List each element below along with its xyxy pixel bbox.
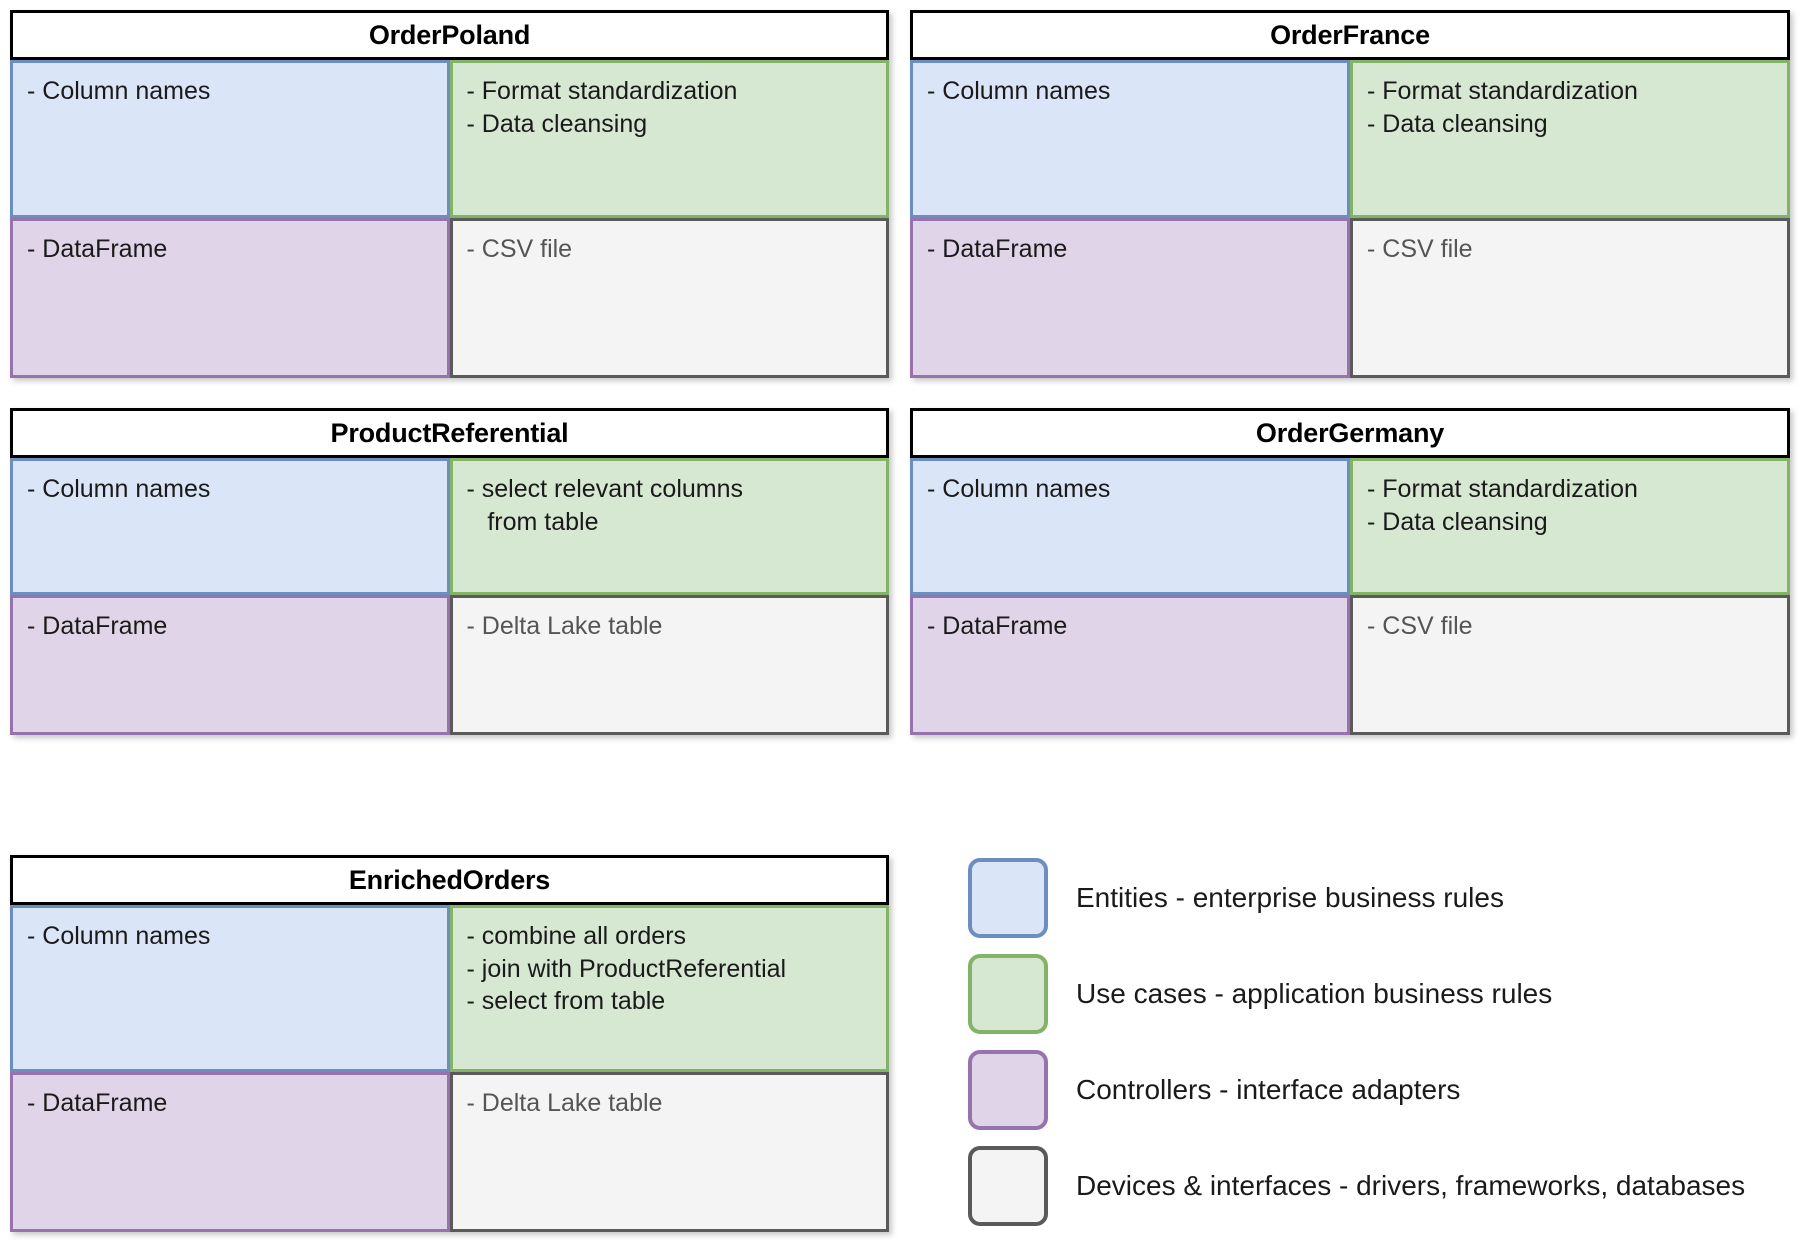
cell-use-cases: - Format standardization - Data cleansin… bbox=[1350, 60, 1790, 218]
card-header: EnrichedOrders bbox=[10, 855, 889, 905]
cell-entities: - Column names bbox=[910, 60, 1350, 218]
legend-item-use-cases: Use cases - application business rules bbox=[968, 954, 1788, 1050]
card-header: OrderGermany bbox=[910, 408, 1790, 458]
legend-label: Entities - enterprise business rules bbox=[1076, 882, 1504, 913]
card-header: OrderPoland bbox=[10, 10, 889, 60]
cell-controllers: - DataFrame bbox=[10, 595, 450, 735]
cell-entities: - Column names bbox=[910, 458, 1350, 595]
cell-devices: - Delta Lake table bbox=[449, 1072, 889, 1232]
card-body: - Column names - Format standardization … bbox=[910, 60, 1790, 378]
cell-entities: - Column names bbox=[10, 458, 450, 595]
use-cases-swatch-icon bbox=[968, 954, 1048, 1034]
legend-item-entities: Entities - enterprise business rules bbox=[968, 858, 1788, 954]
cell-use-cases: - combine all orders - join with Product… bbox=[449, 905, 889, 1072]
cell-devices: - Delta Lake table bbox=[449, 595, 889, 735]
legend-item-controllers: Controllers - interface adapters bbox=[968, 1050, 1788, 1146]
cell-controllers: - DataFrame bbox=[10, 1072, 450, 1232]
card-body: - Column names - Format standardization … bbox=[910, 458, 1790, 735]
card-title: OrderFrance bbox=[1270, 19, 1430, 50]
legend-label: Use cases - application business rules bbox=[1076, 978, 1553, 1009]
card-order-poland[interactable]: OrderPoland - Column names - Format stan… bbox=[10, 10, 889, 378]
cell-controllers: - DataFrame bbox=[10, 218, 450, 378]
card-order-germany[interactable]: OrderGermany - Column names - Format sta… bbox=[910, 408, 1790, 735]
card-product-referential[interactable]: ProductReferential - Column names - sele… bbox=[10, 408, 889, 735]
card-order-france[interactable]: OrderFrance - Column names - Format stan… bbox=[910, 10, 1790, 378]
card-title: OrderGermany bbox=[1255, 417, 1445, 448]
devices-swatch-icon bbox=[968, 1146, 1048, 1226]
entities-swatch-icon bbox=[968, 858, 1048, 938]
legend-label: Devices & interfaces - drivers, framewor… bbox=[1076, 1170, 1746, 1201]
card-enriched-orders[interactable]: EnrichedOrders - Column names - combine … bbox=[10, 855, 889, 1232]
card-header: ProductReferential bbox=[10, 408, 889, 458]
legend-label: Controllers - interface adapters bbox=[1076, 1074, 1461, 1105]
legend: Entities - enterprise business rules Use… bbox=[968, 858, 1788, 1242]
card-body: - Column names - Format standardization … bbox=[10, 60, 889, 378]
card-body: - Column names - combine all orders - jo… bbox=[10, 905, 889, 1232]
card-title: OrderPoland bbox=[368, 19, 531, 50]
cell-controllers: - DataFrame bbox=[910, 218, 1350, 378]
card-header: OrderFrance bbox=[910, 10, 1790, 60]
card-body: - Column names - select relevant columns… bbox=[10, 458, 889, 735]
legend-item-devices: Devices & interfaces - drivers, framewor… bbox=[968, 1146, 1788, 1242]
card-title: ProductReferential bbox=[330, 417, 569, 448]
cell-entities: - Column names bbox=[10, 905, 450, 1072]
cell-use-cases: - Format standardization - Data cleansin… bbox=[449, 60, 889, 218]
cell-devices: - CSV file bbox=[449, 218, 889, 378]
cell-use-cases: - select relevant columns from table bbox=[449, 458, 889, 595]
cell-devices: - CSV file bbox=[1350, 218, 1790, 378]
controllers-swatch-icon bbox=[968, 1050, 1048, 1130]
card-title: EnrichedOrders bbox=[348, 864, 551, 895]
cell-controllers: - DataFrame bbox=[910, 595, 1350, 735]
cell-devices: - CSV file bbox=[1350, 595, 1790, 735]
cell-entities: - Column names bbox=[10, 60, 450, 218]
cell-use-cases: - Format standardization - Data cleansin… bbox=[1350, 458, 1790, 595]
